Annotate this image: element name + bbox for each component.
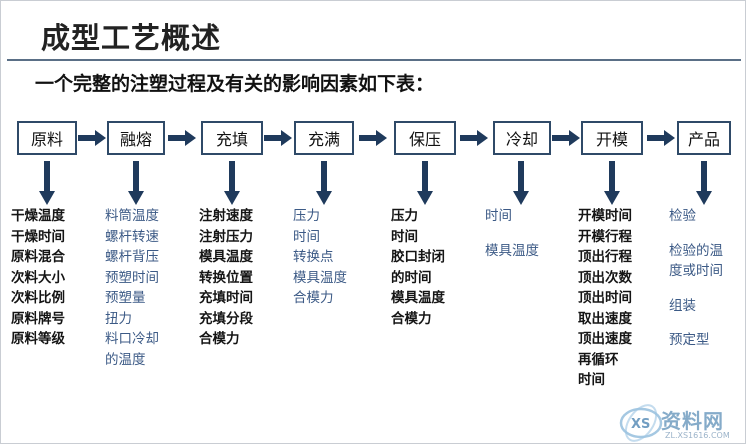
param-item: 模具温度 [293, 269, 347, 286]
param-item: 时间 [485, 208, 512, 224]
param-item: 注射压力 [199, 228, 253, 245]
param-item: 合模力 [293, 290, 334, 306]
flow-arrow-right-icon [552, 130, 580, 146]
step-box-melting: 融熔 [107, 121, 165, 155]
param-item: 时间 [391, 228, 418, 245]
slide-title: 成型工艺概述 [41, 21, 222, 55]
param-item: 开模时间 [578, 208, 632, 224]
param-item: 检验 [669, 208, 696, 224]
param-item: 顶出行程 [578, 249, 632, 265]
flow-arrow-right-icon [78, 130, 106, 146]
svg-text:XS: XS [631, 417, 650, 432]
watermark-url: ZL.XS1616.COM [665, 431, 730, 440]
params-fill-complete: 压力 时间 转换点 模具温度 合模力 [293, 206, 347, 309]
flow-arrow-right-icon [168, 130, 196, 146]
step-box-product: 产品 [677, 121, 731, 155]
param-item: 次料比例 [11, 290, 65, 306]
param-item: 时间 [578, 372, 605, 388]
param-item: 的温度 [105, 351, 146, 368]
param-item: 胶口封闭 [391, 249, 445, 265]
param-item: 顶出时间 [578, 290, 632, 306]
param-item: 模具温度 [391, 290, 445, 306]
param-item: 原料牌号 [11, 310, 65, 327]
param-item: 螺杆背压 [105, 249, 159, 265]
param-item: 合模力 [391, 310, 432, 327]
param-item: 预塑时间 [105, 269, 159, 286]
params-filling: 注射速度 注射压力 模具温度 转换位置 充填时间 充填分段 合模力 [199, 206, 253, 350]
param-item: 再循环 [578, 351, 619, 368]
param-item: 合模力 [199, 331, 240, 347]
param-item: 取出速度 [578, 310, 632, 327]
param-item: 模具温度 [485, 242, 539, 259]
watermark-logo-icon: XS [619, 404, 663, 442]
step-box-cooling: 冷却 [493, 121, 551, 155]
param-item: 的时间 [391, 269, 432, 286]
flow-arrow-down-icon [316, 161, 332, 205]
flow-arrow-down-icon [224, 161, 240, 205]
param-item: 度或时间 [669, 263, 723, 279]
step-box-mold-open: 开模 [581, 121, 643, 155]
param-item: 开模行程 [578, 228, 632, 245]
slide-subtitle: 一个完整的注塑过程及有关的影响因素如下表： [35, 73, 435, 95]
param-item: 原料混合 [11, 249, 65, 265]
param-item: 压力 [293, 208, 320, 224]
param-item: 干燥温度 [11, 208, 65, 224]
params-raw-material: 干燥温度 干燥时间 原料混合 次料大小 次料比例 原料牌号 原料等级 [11, 206, 65, 350]
flow-arrow-down-icon [39, 161, 55, 205]
param-item: 预塑量 [105, 290, 146, 306]
params-melting: 料筒温度 螺杆转速 螺杆背压 预塑时间 预塑量 扭力 料口冷却 的温度 [105, 206, 159, 370]
param-item: 组装 [669, 297, 696, 314]
param-item: 模具温度 [199, 249, 253, 265]
step-box-filling: 充填 [201, 121, 263, 155]
param-item: 预定型 [669, 332, 710, 348]
param-item: 料口冷却 [105, 331, 159, 347]
param-item: 次料大小 [11, 269, 65, 286]
param-item: 时间 [293, 228, 320, 245]
param-item: 充填时间 [199, 290, 253, 306]
param-item: 顶出次数 [578, 269, 632, 286]
param-item: 顶出速度 [578, 331, 632, 347]
params-product: 检验 检验的温 度或时间 组装 预定型 [669, 206, 723, 351]
step-box-raw-material: 原料 [17, 121, 77, 155]
param-item: 扭力 [105, 310, 132, 327]
flow-arrow-down-icon [696, 161, 712, 205]
flow-arrow-down-icon [604, 161, 620, 205]
param-item: 螺杆转速 [105, 228, 159, 245]
watermark-text: 资料网 [661, 409, 724, 433]
step-box-holding-pressure: 保压 [394, 121, 456, 155]
params-mold-open: 开模时间 开模行程 顶出行程 顶出次数 顶出时间 取出速度 顶出速度 再循环 时… [578, 206, 632, 391]
param-item: 干燥时间 [11, 228, 65, 245]
flow-arrow-right-icon [460, 130, 488, 146]
param-item: 转换点 [293, 249, 334, 265]
flow-arrow-down-icon [513, 161, 529, 205]
flow-arrow-right-icon [647, 130, 675, 146]
flow-arrow-right-icon [264, 130, 292, 146]
params-holding-pressure: 压力 时间 胶口封闭 的时间 模具温度 合模力 [391, 206, 445, 329]
param-item: 压力 [391, 208, 418, 224]
params-cooling: 时间 模具温度 [485, 206, 539, 261]
flow-arrow-down-icon [128, 161, 144, 205]
flow-arrow-right-icon [359, 130, 387, 146]
title-divider [7, 59, 741, 61]
param-item: 料筒温度 [105, 208, 159, 224]
flow-arrow-down-icon [417, 161, 433, 205]
param-item: 检验的温 [669, 242, 723, 259]
param-item: 原料等级 [11, 331, 65, 347]
step-box-fill-complete: 充满 [294, 121, 354, 155]
param-item: 转换位置 [199, 269, 253, 286]
param-item: 注射速度 [199, 208, 253, 224]
param-item: 充填分段 [199, 310, 253, 327]
